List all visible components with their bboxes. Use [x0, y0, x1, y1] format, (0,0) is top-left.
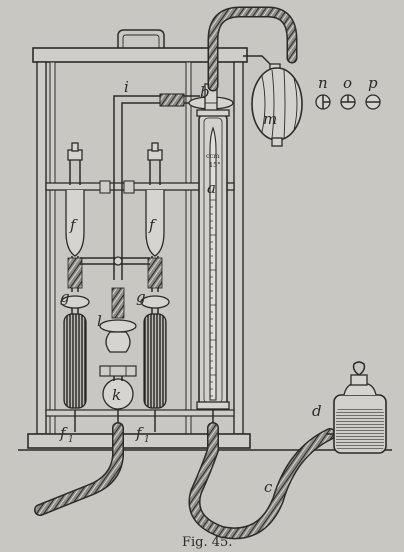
- label-a: a: [207, 179, 216, 197]
- figure-caption: Fig. 45.: [182, 535, 232, 550]
- label-f1-right-sub: 1: [144, 435, 150, 445]
- central-manifold: [80, 180, 150, 430]
- label-f-right: f: [148, 216, 157, 234]
- stand-frame: [18, 29, 392, 451]
- label-m: m: [263, 110, 277, 128]
- label-ccm: ccm: [206, 152, 219, 160]
- reservoir-bottle-d: [326, 361, 387, 454]
- label-g-left: g: [60, 288, 70, 306]
- label-l: l: [97, 312, 102, 330]
- label-c: c: [264, 478, 273, 496]
- label-k: k: [112, 386, 121, 404]
- label-d: d: [312, 402, 322, 420]
- label-f-left: f: [69, 216, 78, 234]
- label-f1-right: f: [135, 424, 144, 442]
- label-i: i: [124, 78, 129, 96]
- absorption-vessel-left: [60, 142, 90, 432]
- rubber-bulb-m: [251, 63, 303, 147]
- label-temp: 15°: [209, 161, 221, 169]
- label-g-right: g: [136, 288, 146, 306]
- label-n: n: [318, 74, 328, 92]
- label-p: p: [368, 74, 378, 92]
- label-f1-left-sub: 1: [68, 435, 74, 445]
- burette-a: [196, 109, 230, 428]
- absorption-vessel-right: [140, 142, 170, 432]
- stopcock-b: [188, 83, 234, 115]
- label-o: o: [343, 74, 352, 92]
- label-f1-left: f: [59, 424, 68, 442]
- stopcock-symbols: [315, 94, 381, 110]
- labels: i b m n o p ccm 15° a f f g g l k f 1 f …: [59, 74, 378, 496]
- label-b: b: [200, 83, 210, 101]
